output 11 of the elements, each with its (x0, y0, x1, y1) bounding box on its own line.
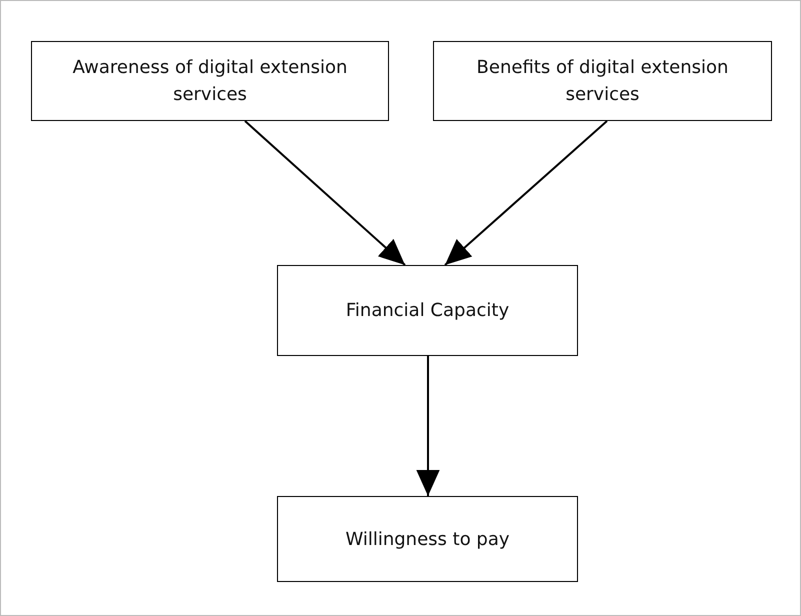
process-box (433, 41, 772, 121)
process-box (277, 496, 578, 582)
box-label: Awareness of digital extension services (72, 56, 348, 107)
box-label: Benefits of digital extension services (476, 56, 730, 107)
process-box (31, 41, 389, 121)
process-box (277, 265, 578, 356)
arrow (416, 356, 440, 496)
box-label: Financial Capacity (346, 299, 510, 323)
arrow (244, 120, 406, 266)
box-label: Willingness to pay (345, 528, 510, 552)
arrow (444, 120, 608, 266)
